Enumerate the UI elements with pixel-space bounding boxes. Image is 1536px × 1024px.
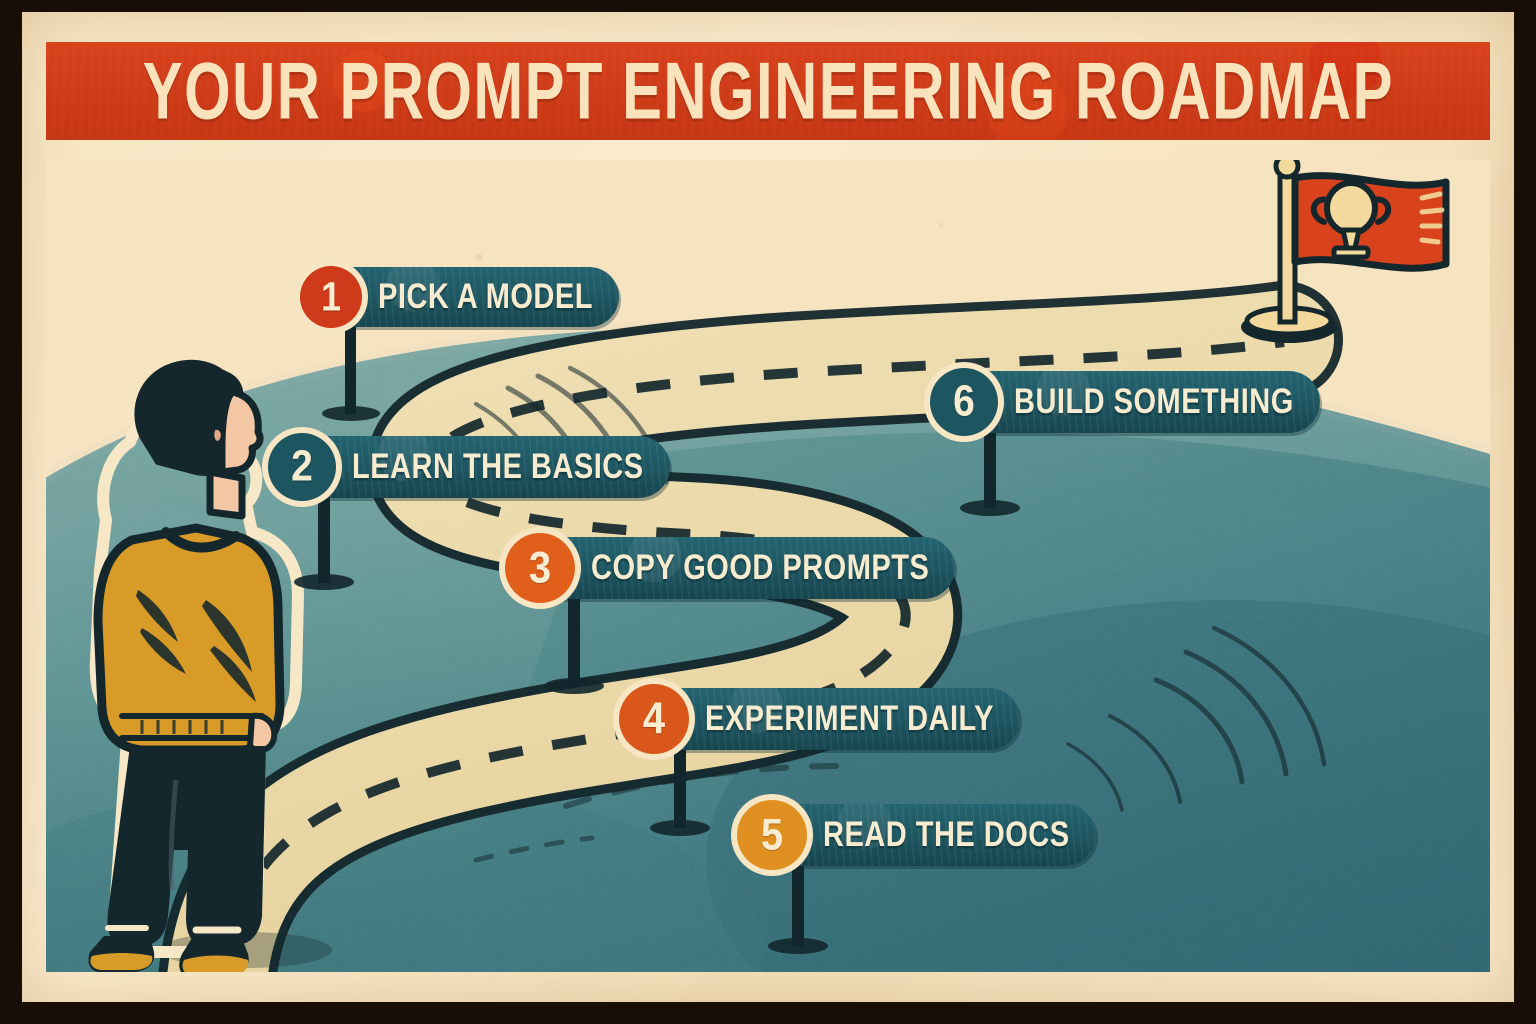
step-6-number: 6 <box>953 377 975 426</box>
step-5-post <box>792 862 804 946</box>
step-2-pill: LEARN THE BASICS <box>316 436 670 498</box>
page-title: YOUR PROMPT ENGINEERING ROADMAP <box>142 46 1394 136</box>
step-1-post-base <box>322 406 380 421</box>
step-6-badge: 6 <box>930 368 998 436</box>
step-3-badge: 3 <box>505 533 575 603</box>
step-1-badge: 1 <box>300 266 362 328</box>
step-1-number: 1 <box>320 273 342 320</box>
step-1-label: PICK A MODEL <box>378 276 593 316</box>
goal-flag-illustration <box>1241 160 1450 343</box>
step-2-label: LEARN THE BASICS <box>352 446 644 486</box>
step-3-number: 3 <box>528 542 552 593</box>
trophy-icon <box>1311 180 1391 260</box>
step-2-badge: 2 <box>268 433 336 501</box>
step-2-number: 2 <box>291 442 313 491</box>
step-6-pill: BUILD SOMETHING <box>978 371 1320 433</box>
step-3-label: COPY GOOD PROMPTS <box>591 547 930 587</box>
step-5-badge: 5 <box>737 800 807 870</box>
step-1[interactable]: 1 PICK A MODEL <box>300 266 619 328</box>
step-4-post <box>674 746 686 828</box>
step-4-number: 4 <box>642 693 666 744</box>
step-2[interactable]: 2 LEARN THE BASICS <box>268 433 670 501</box>
step-1-pill: PICK A MODEL <box>344 267 619 327</box>
step-5-label: READ THE DOCS <box>823 814 1070 854</box>
step-4-label: EXPERIMENT DAILY <box>705 698 994 738</box>
step-3-post-base <box>544 678 604 694</box>
step-3[interactable]: 3 COPY GOOD PROMPTS <box>505 533 956 603</box>
step-5-post-base <box>768 938 828 954</box>
step-6[interactable]: 6 BUILD SOMETHING <box>930 368 1320 436</box>
step-4-post-base <box>650 820 710 836</box>
person-figure <box>88 359 332 972</box>
step-5[interactable]: 5 READ THE DOCS <box>737 800 1096 870</box>
step-2-post-base <box>294 574 354 590</box>
step-6-label: BUILD SOMETHING <box>1014 381 1294 421</box>
road-path <box>158 281 1343 972</box>
step-4-pill: EXPERIMENT DAILY <box>669 688 1020 750</box>
step-2-post <box>318 495 330 583</box>
step-6-post <box>984 430 996 508</box>
step-1-post <box>345 326 356 414</box>
step-3-pill: COPY GOOD PROMPTS <box>555 537 956 599</box>
step-5-number: 5 <box>760 809 784 860</box>
step-3-post <box>568 596 580 686</box>
title-banner: YOUR PROMPT ENGINEERING ROADMAP <box>46 42 1490 140</box>
roadmap-scene: 1 PICK A MODEL 2 LEARN THE BASICS 3 CO <box>46 160 1490 972</box>
step-5-pill: READ THE DOCS <box>787 804 1096 866</box>
ground-dashes <box>473 763 849 863</box>
step-4[interactable]: 4 EXPERIMENT DAILY <box>619 684 1020 754</box>
step-6-post-base <box>960 500 1020 516</box>
contour-lines <box>1066 625 1327 812</box>
step-4-badge: 4 <box>619 684 689 754</box>
